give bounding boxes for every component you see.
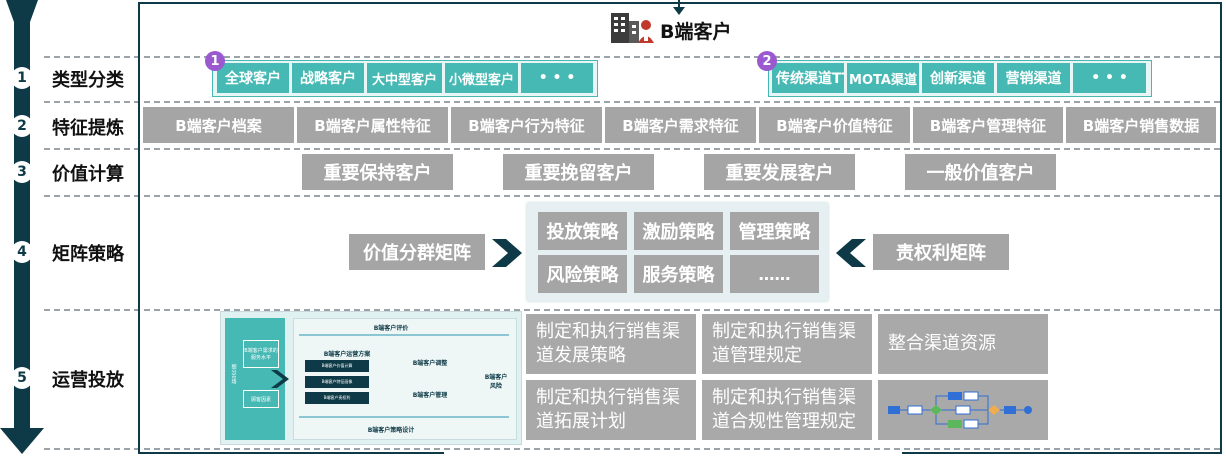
thumb-manage-label: B端客户管理: [412, 391, 448, 399]
step-1-label: 类型分类: [52, 70, 124, 91]
ops-card-expansion-plan: 制定和执行销售渠道拓展计划: [526, 380, 696, 440]
thumb-plan-label: B端客户运营方案: [323, 350, 371, 358]
step-1-number: 1: [11, 67, 33, 89]
row-divider: [44, 195, 1220, 197]
strategy-management: 管理策略: [730, 212, 819, 250]
title-pointer: [672, 0, 686, 16]
feature-demand: B端客户需求特征: [605, 107, 756, 143]
channel-type-marketing: 营销渠道: [997, 63, 1070, 93]
strategy-risk: 风险策略: [538, 255, 627, 293]
thumb-label-factor: 顾客因素: [243, 390, 279, 408]
step-3-number: 3: [11, 161, 33, 183]
customer-type-large: 大中型客户: [367, 63, 442, 93]
thumb-plan-item-2: B端客户特征画像: [305, 376, 369, 388]
strategy-delivery: 投放策略: [538, 212, 627, 250]
customer-type-strategic: 战略客户: [292, 63, 364, 93]
feature-profile: B端客户档案: [143, 107, 294, 143]
feature-sales-data: B端客户销售数据: [1066, 107, 1216, 143]
thumb-risk-label: B端客户风险: [484, 374, 508, 390]
channel-type-innovative: 创新渠道: [922, 63, 994, 93]
flow-arrow: [0, 0, 44, 457]
strategy-service: 服务策略: [634, 255, 723, 293]
step-2-number: 2: [11, 115, 33, 137]
customer-type-global: 全球客户: [217, 63, 289, 93]
thumb-top-label: B端客户评价: [373, 324, 409, 332]
arrow-right-icon: [492, 239, 522, 267]
ops-card-integrate-resources: 整合渠道资源: [878, 314, 1048, 374]
channel-type-traditional: 传统渠道TT: [772, 63, 844, 93]
thumb-adjust-label: B端客户调整: [412, 359, 448, 367]
step-5-label: 运营投放: [52, 370, 124, 391]
row-divider: [44, 148, 1220, 150]
value-segment-matrix: 价值分群矩阵: [349, 234, 485, 270]
step-4-label: 矩阵策略: [52, 244, 124, 265]
feature-management: B端客户管理特征: [913, 107, 1063, 143]
page-title: B端客户: [660, 21, 732, 43]
building-icon: [609, 9, 655, 45]
ops-card-compliance-rules: 制定和执行销售渠道合规性管理规定: [702, 380, 872, 440]
responsibility-matrix: 责权利矩阵: [873, 234, 1009, 270]
channel-type-badge: 2: [757, 51, 777, 71]
row-divider: [44, 101, 1220, 103]
thumb-plan-item-3: B端客户责权利: [305, 392, 369, 404]
value-general: 一般价值客户: [905, 154, 1056, 190]
step-4-number: 4: [11, 241, 33, 263]
value-retain: 重要挽留客户: [503, 154, 654, 190]
step-2-label: 特征提炼: [52, 118, 124, 139]
step-5-number: 5: [11, 367, 33, 389]
ops-card-manage-rules: 制定和执行销售渠道管理规定: [702, 314, 872, 374]
feature-attribute: B端客户属性特征: [297, 107, 448, 143]
channel-type-mota: MOTA渠道: [847, 63, 919, 93]
feature-behavior: B端客户行为特征: [451, 107, 602, 143]
customer-type-badge: 1: [205, 51, 225, 71]
ops-card-develop-strategy: 制定和执行销售渠道发展策略: [526, 314, 696, 374]
value-develop: 重要发展客户: [704, 154, 855, 190]
arrow-left-icon: [836, 239, 866, 267]
thumb-bottom-label: B端客户策略设计: [367, 426, 415, 434]
value-keep: 重要保持客户: [302, 154, 453, 190]
thumb-label-segment: 细分市场: [230, 364, 237, 384]
strategy-incentive: 激励策略: [634, 212, 723, 250]
customer-type-small: 小微型客户: [445, 63, 518, 93]
customer-type-more: • • •: [521, 63, 593, 93]
ops-flowchart-thumbnail: [878, 380, 1048, 440]
row-divider: [44, 309, 1220, 311]
thumb-label-service: B端客户需求的服务水平: [243, 340, 279, 368]
operations-flow-thumbnail: 细分市场 B端客户需求的服务水平 顾客因素 B端客户评价 B端客户运营方案 B端…: [220, 311, 522, 445]
thumb-plan-item-1: B端客户价值计算: [305, 360, 369, 372]
row-divider: [44, 448, 1220, 450]
step-3-label: 价值计算: [52, 164, 124, 185]
row-divider: [44, 56, 1220, 58]
strategy-more: ……: [730, 255, 819, 293]
feature-value: B端客户价值特征: [759, 107, 910, 143]
channel-type-more: • • •: [1073, 63, 1146, 93]
